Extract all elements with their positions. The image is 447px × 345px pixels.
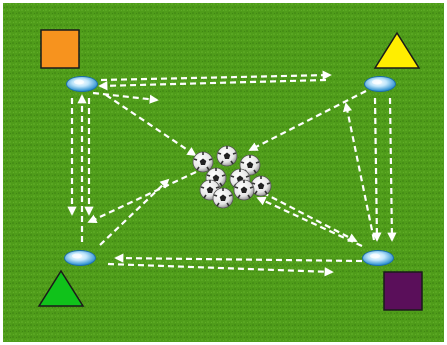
movement-arrow [114,253,363,263]
player-marker-bottom-left [37,269,85,307]
soccer-ball-icon [216,145,238,167]
movement-arrow [248,90,367,151]
movement-arrow [387,97,397,242]
cone-marker-top-left [66,76,98,92]
cone-marker-top-right [364,76,396,92]
triangle-icon [37,269,85,307]
player-marker-top-left [40,29,80,69]
soccer-ball-icon [233,179,255,201]
square-icon [383,271,423,311]
movement-arrow [342,102,376,241]
movement-arrow [107,262,334,277]
player-marker-top-right [373,31,421,69]
soccer-ball-icon [250,175,272,197]
square-icon [40,29,80,69]
movement-arrow [372,97,382,242]
movement-arrow [100,70,332,82]
cone-marker-bottom-left [64,250,96,266]
movement-arrow [98,78,327,91]
player-markers [37,29,423,311]
soccer-ball-icon [212,187,234,209]
cone-marker-bottom-right [362,250,394,266]
movement-arrow [253,187,358,242]
soccer-ball-icon [192,151,214,173]
movement-arrow [105,94,197,157]
movement-arrow [256,196,363,247]
movement-arrow [99,178,170,246]
player-marker-bottom-right [383,271,423,311]
ball-cluster [192,145,272,209]
movement-arrow [92,91,159,104]
triangle-icon [373,31,421,69]
cones [64,76,396,266]
movement-arrows [67,70,397,277]
